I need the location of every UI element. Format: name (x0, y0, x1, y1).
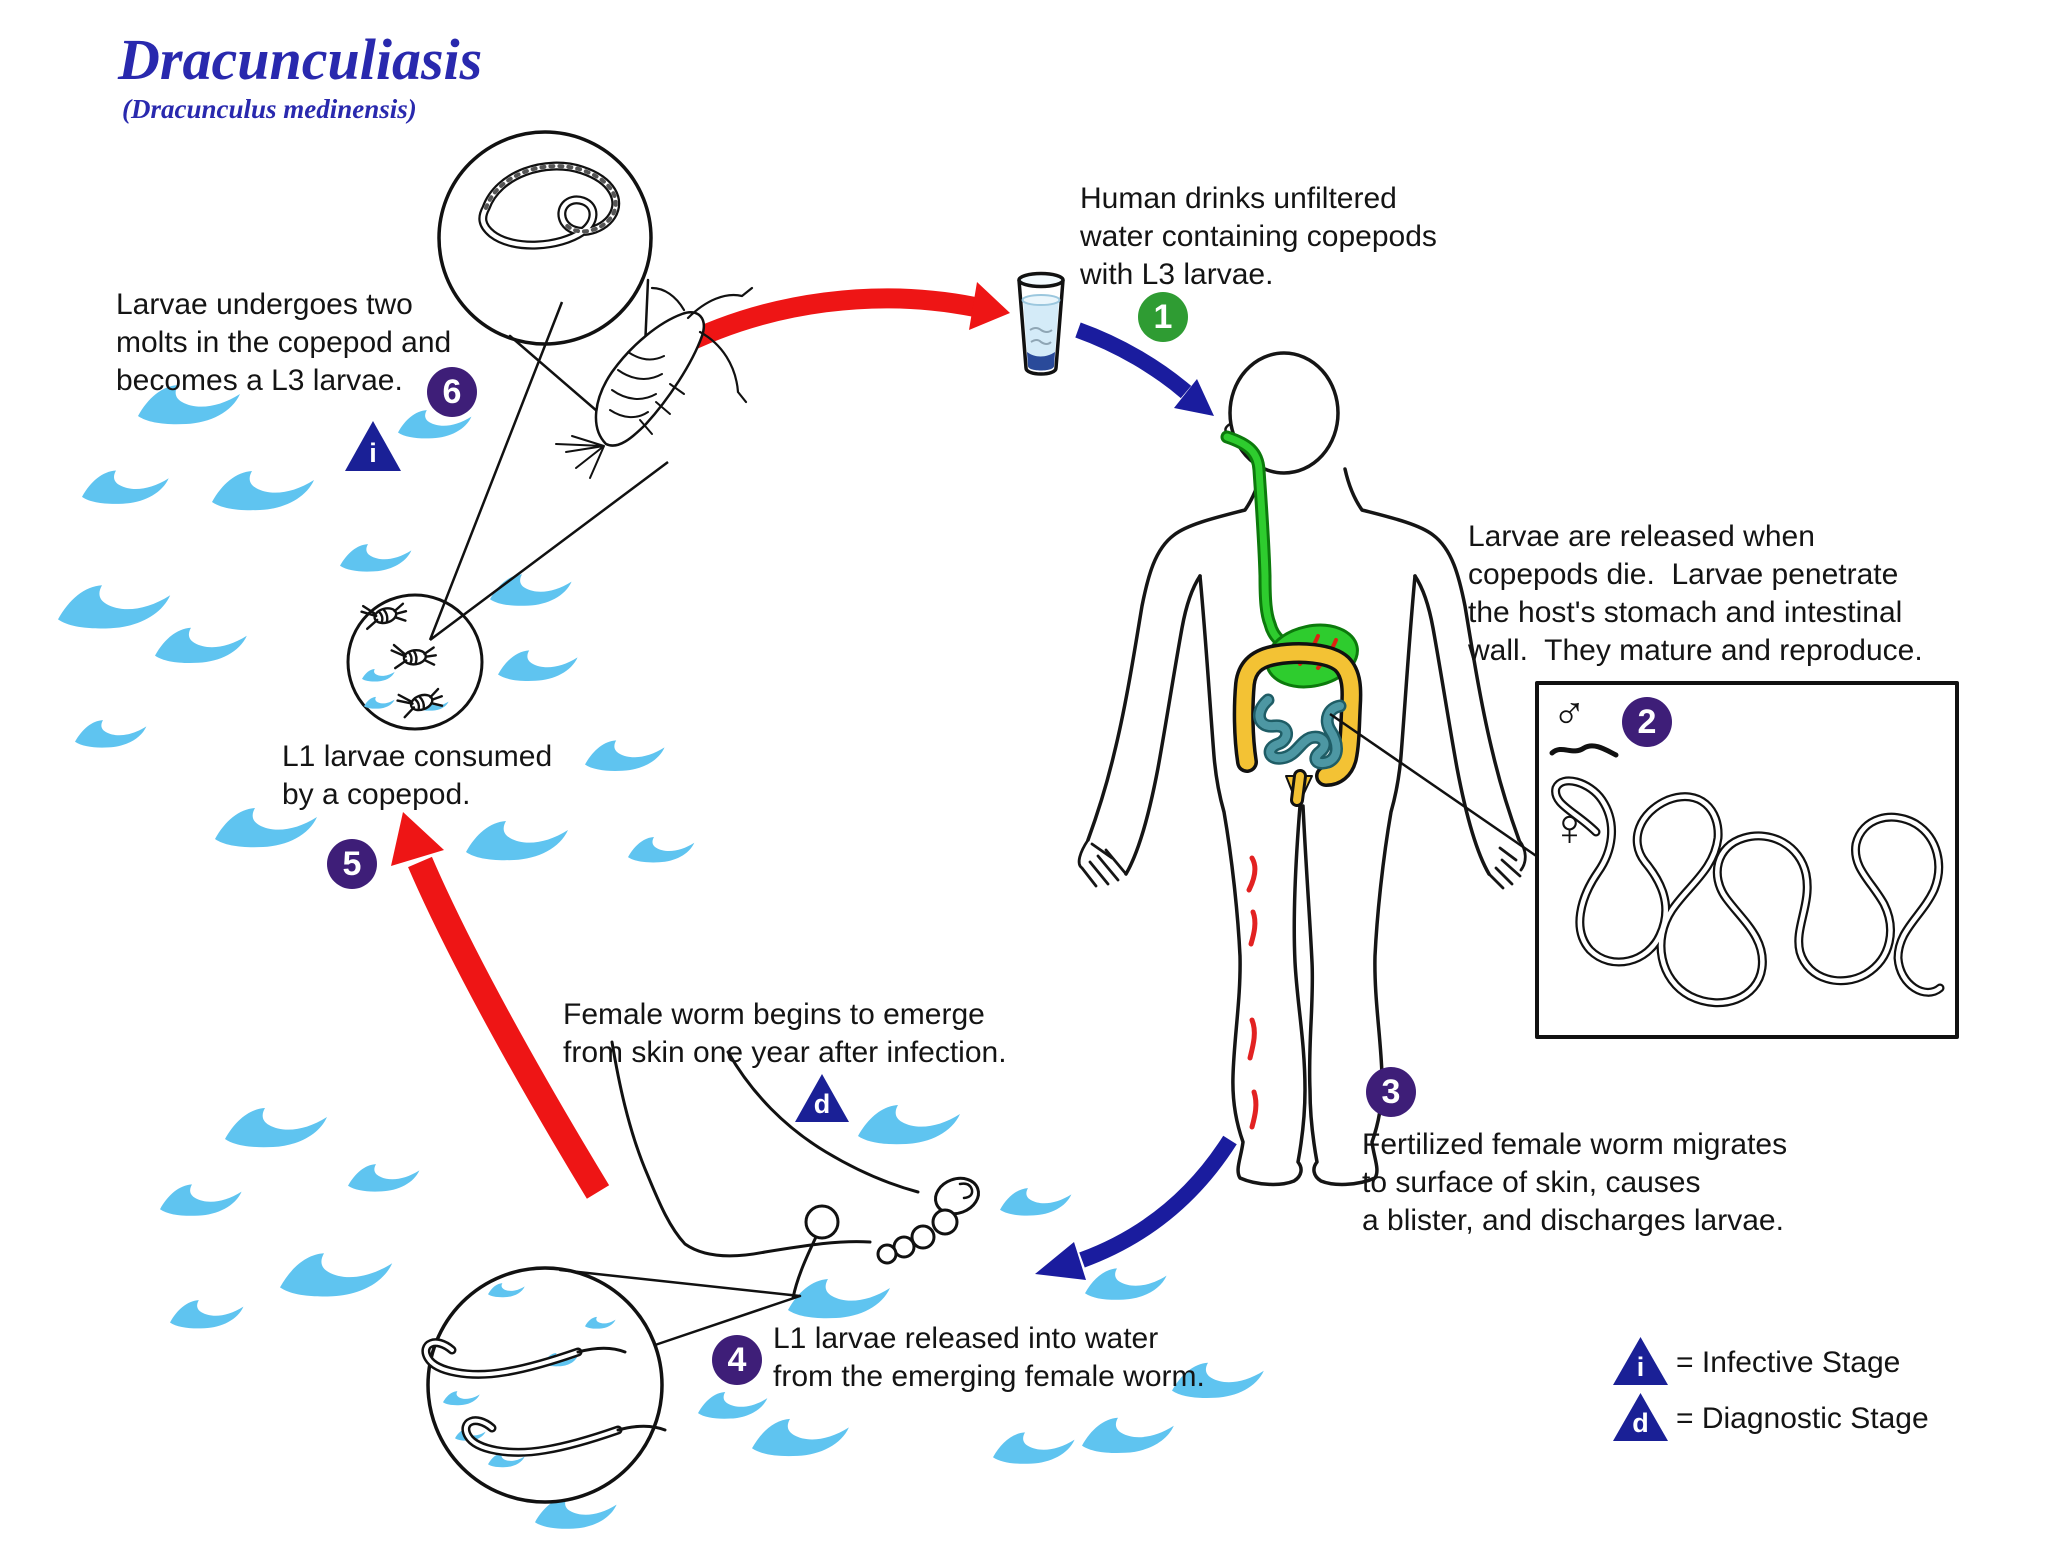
step-3-badge: 3 (1366, 1067, 1416, 1117)
right-hand (1487, 838, 1527, 890)
water-glass (1017, 271, 1065, 376)
female-symbol: ♀ (1550, 799, 1589, 857)
copepod-illustration (555, 286, 754, 479)
page-subtitle: (Dracunculus medinensis) (122, 94, 417, 124)
foot-illustration (610, 1040, 980, 1300)
l1-larvae-magnifier (421, 1266, 802, 1504)
diagnostic-letter: d (813, 1089, 831, 1119)
step-6-text: Larvae undergoes two molts in the copepo… (116, 288, 452, 398)
page-title: Dracunculiasis (118, 27, 483, 92)
head (1228, 351, 1340, 475)
step-1-badge: 1 (1138, 292, 1188, 342)
connector-intestine-to-box (1329, 712, 1546, 864)
red-arrow-left (391, 812, 610, 1199)
left-hand (1077, 838, 1128, 888)
emerging-worm (791, 1235, 818, 1300)
male-worm-sketch (1549, 743, 1619, 758)
human-figure (1077, 351, 1527, 1187)
l3-worm-magnifier (437, 130, 653, 426)
navy-arrow-to-foot (1035, 1135, 1237, 1280)
step-5-badge: 5 (327, 839, 377, 889)
female-worm-label: Female worm begins to emerge from skin o… (563, 998, 1007, 1070)
red-arrow-top (671, 282, 1010, 357)
copepod-group-circle (346, 301, 669, 731)
step-4-text: L1 larvae released into water from the e… (773, 1322, 1205, 1394)
step-5-text: L1 larvae consumed by a copepod. (282, 740, 553, 812)
step-4-badge: 4 (712, 1335, 762, 1385)
worm-track-leg (1246, 855, 1259, 1130)
step-1-text: Human drinks unfiltered water containing… (1080, 182, 1437, 292)
blister (804, 1204, 840, 1240)
step-2-text: Larvae are released when copepods die. L… (1468, 520, 1923, 668)
step-2-badge: 2 (1622, 697, 1672, 747)
male-symbol: ♂ (1552, 685, 1587, 737)
step-6-badge: 6 (427, 367, 477, 417)
infective-letter: i (369, 438, 377, 468)
legend-infective-letter: i (1636, 1352, 1645, 1382)
step-3-text: Fertilized female worm migrates to surfa… (1362, 1128, 1788, 1238)
navy-arrow-drink (1075, 322, 1214, 416)
legend-diagnostic-letter: d (1632, 1408, 1649, 1438)
legend-infective-label: = Infective Stage (1676, 1346, 1901, 1379)
digestive-tract (1220, 430, 1363, 807)
adult-worm-box (1535, 681, 1959, 1039)
legend-diagnostic-label: = Diagnostic Stage (1676, 1402, 1929, 1435)
